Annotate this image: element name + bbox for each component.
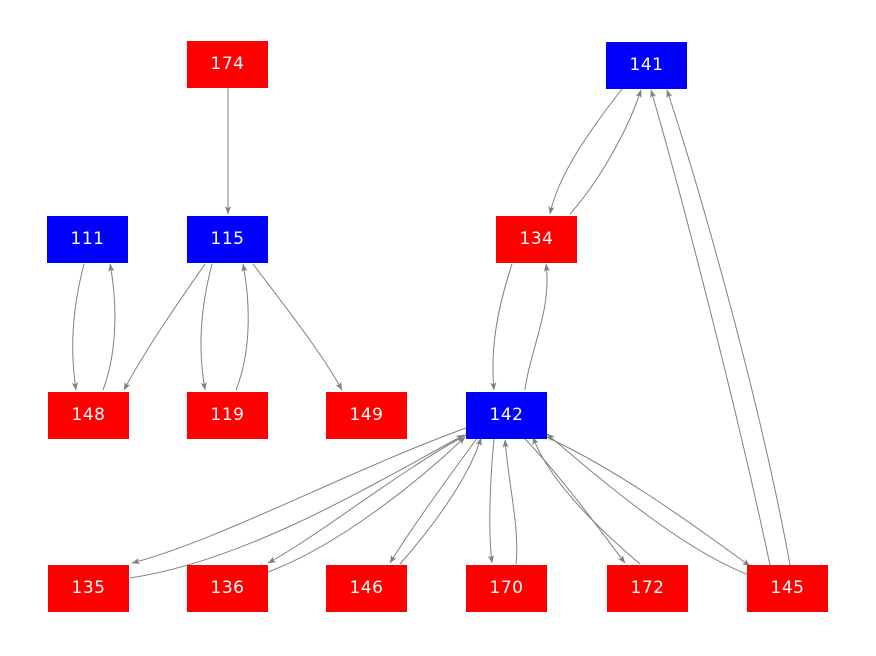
graph-node-174[interactable]: 174 xyxy=(187,41,268,88)
edge-172-to-142 xyxy=(532,436,641,565)
graph-node-label: 149 xyxy=(349,405,384,425)
graph-node-label: 119 xyxy=(210,405,245,425)
edge-136-to-142 xyxy=(267,436,466,573)
edge-145-to-141 xyxy=(650,89,771,566)
graph-node-label: 148 xyxy=(71,405,106,425)
graph-node-135[interactable]: 135 xyxy=(48,565,129,612)
edge-145-to-142 xyxy=(546,433,753,577)
edge-142-to-172 xyxy=(523,437,626,564)
graph-node-111[interactable]: 111 xyxy=(47,216,128,263)
edge-135-to-142 xyxy=(129,434,465,579)
graph-node-label: 111 xyxy=(70,229,105,249)
edge-142-to-134 xyxy=(524,263,551,391)
edge-111-to-148 xyxy=(71,263,85,391)
graph-node-label: 141 xyxy=(629,55,664,75)
graph-node-115[interactable]: 115 xyxy=(187,216,268,263)
edge-142-to-136 xyxy=(267,433,469,564)
graph-node-170[interactable]: 170 xyxy=(466,565,547,612)
edge-148-to-111 xyxy=(102,263,116,391)
graph-node-label: 172 xyxy=(630,578,665,598)
edge-115-to-148 xyxy=(123,263,206,391)
graph-node-136[interactable]: 136 xyxy=(187,565,268,612)
graph-node-146[interactable]: 146 xyxy=(326,565,407,612)
graph-node-label: 134 xyxy=(519,229,554,249)
graph-node-141[interactable]: 141 xyxy=(606,42,687,89)
edge-145-to-141 xyxy=(666,89,791,566)
graph-node-label: 136 xyxy=(210,578,245,598)
graph-node-label: 115 xyxy=(210,229,245,249)
graph-node-134[interactable]: 134 xyxy=(496,216,577,263)
edge-115-to-149 xyxy=(252,263,343,391)
edge-146-to-142 xyxy=(399,437,482,565)
edges-group xyxy=(71,88,791,579)
graph-node-label: 170 xyxy=(489,578,524,598)
graph-node-148[interactable]: 148 xyxy=(48,392,129,439)
graph-node-149[interactable]: 149 xyxy=(326,392,407,439)
graph-node-label: 146 xyxy=(349,578,384,598)
edge-142-to-170 xyxy=(488,438,495,564)
graph-node-label: 135 xyxy=(71,578,106,598)
graph-node-145[interactable]: 145 xyxy=(747,565,828,612)
edge-115-to-119 xyxy=(200,263,213,391)
edge-134-to-142 xyxy=(490,263,513,391)
edge-142-to-146 xyxy=(389,436,479,564)
edge-142-to-135 xyxy=(131,427,467,565)
graph-node-119[interactable]: 119 xyxy=(187,392,268,439)
graph-node-label: 174 xyxy=(210,54,245,74)
edge-170-to-142 xyxy=(502,439,518,565)
edge-134-to-141 xyxy=(569,89,642,215)
edge-119-to-115 xyxy=(235,263,249,391)
graph-node-172[interactable]: 172 xyxy=(607,565,688,612)
graph-node-label: 145 xyxy=(770,578,805,598)
edge-142-to-145 xyxy=(539,433,751,567)
edge-141-to-134 xyxy=(548,88,623,215)
graph-node-142[interactable]: 142 xyxy=(466,392,547,439)
graph-node-label: 142 xyxy=(489,405,524,425)
